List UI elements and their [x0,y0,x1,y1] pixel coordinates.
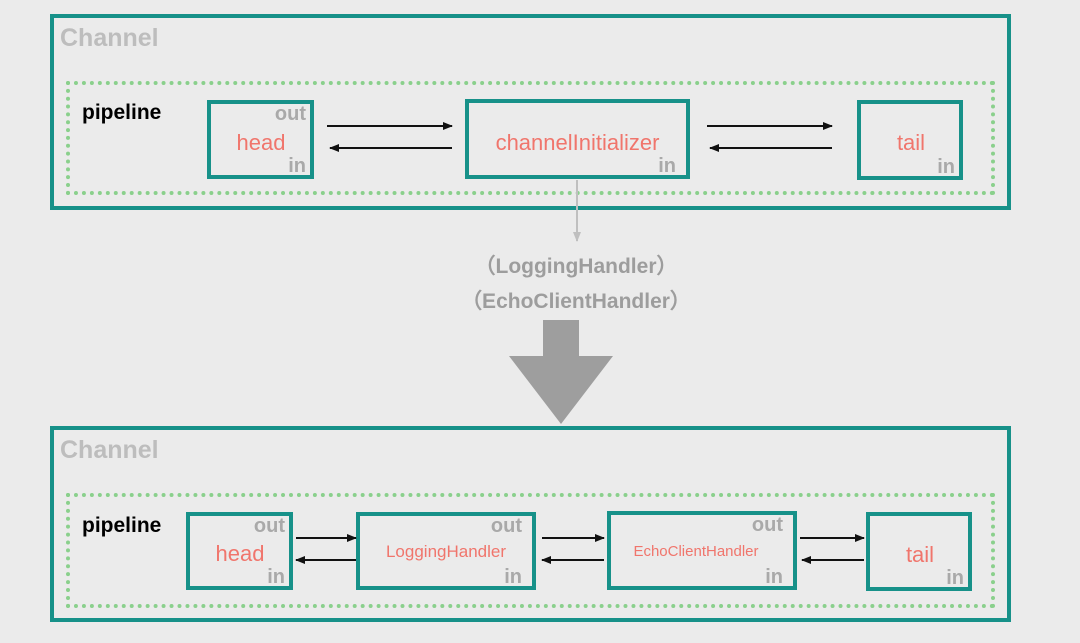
handler-name: channelInitializer [495,130,660,155]
in-label: in [658,155,676,177]
in-label: in [946,567,964,589]
pipeline-label: pipeline [82,101,162,124]
out-label: out [253,515,285,537]
bottom-channel: Channel [50,426,1011,622]
in-label: in [504,566,522,588]
in-label: in [765,566,783,588]
in-label: in [267,566,285,588]
handler-name: EchoClientHandler [633,543,759,560]
top-pipeline [66,81,995,195]
out-label: out [751,514,783,536]
bottom-handler-tail: tail in [866,512,972,591]
top-handler-channel-initializer: channelInitializer in [465,99,690,179]
in-label: in [937,156,955,178]
out-label: out [274,103,306,125]
handler-name: tail [896,130,926,155]
pipeline-label: pipeline [82,514,162,537]
out-label: out [490,515,522,537]
handler-name: head [236,130,286,155]
top-handler-head: out head in [207,100,314,179]
handler-name: head [215,541,265,566]
handler-name: tail [905,542,935,567]
bottom-handler-logging: out LoggingHandler in [356,512,536,590]
top-handler-tail: tail in [857,100,963,180]
handler-name: LoggingHandler [385,542,507,561]
in-label: in [288,155,306,177]
channel-title: Channel [60,436,159,464]
middle-line-logging: （LoggingHandler） [474,255,678,278]
top-channel: Channel [50,14,1011,210]
bottom-handler-echo-client: out EchoClientHandler in [607,511,797,590]
bottom-pipeline [66,493,995,608]
bottom-handler-head: out head in [186,512,293,590]
middle-line-echo: （EchoClientHandler） [461,290,691,313]
channel-title: Channel [60,24,159,52]
big-down-arrow-icon [509,320,613,424]
